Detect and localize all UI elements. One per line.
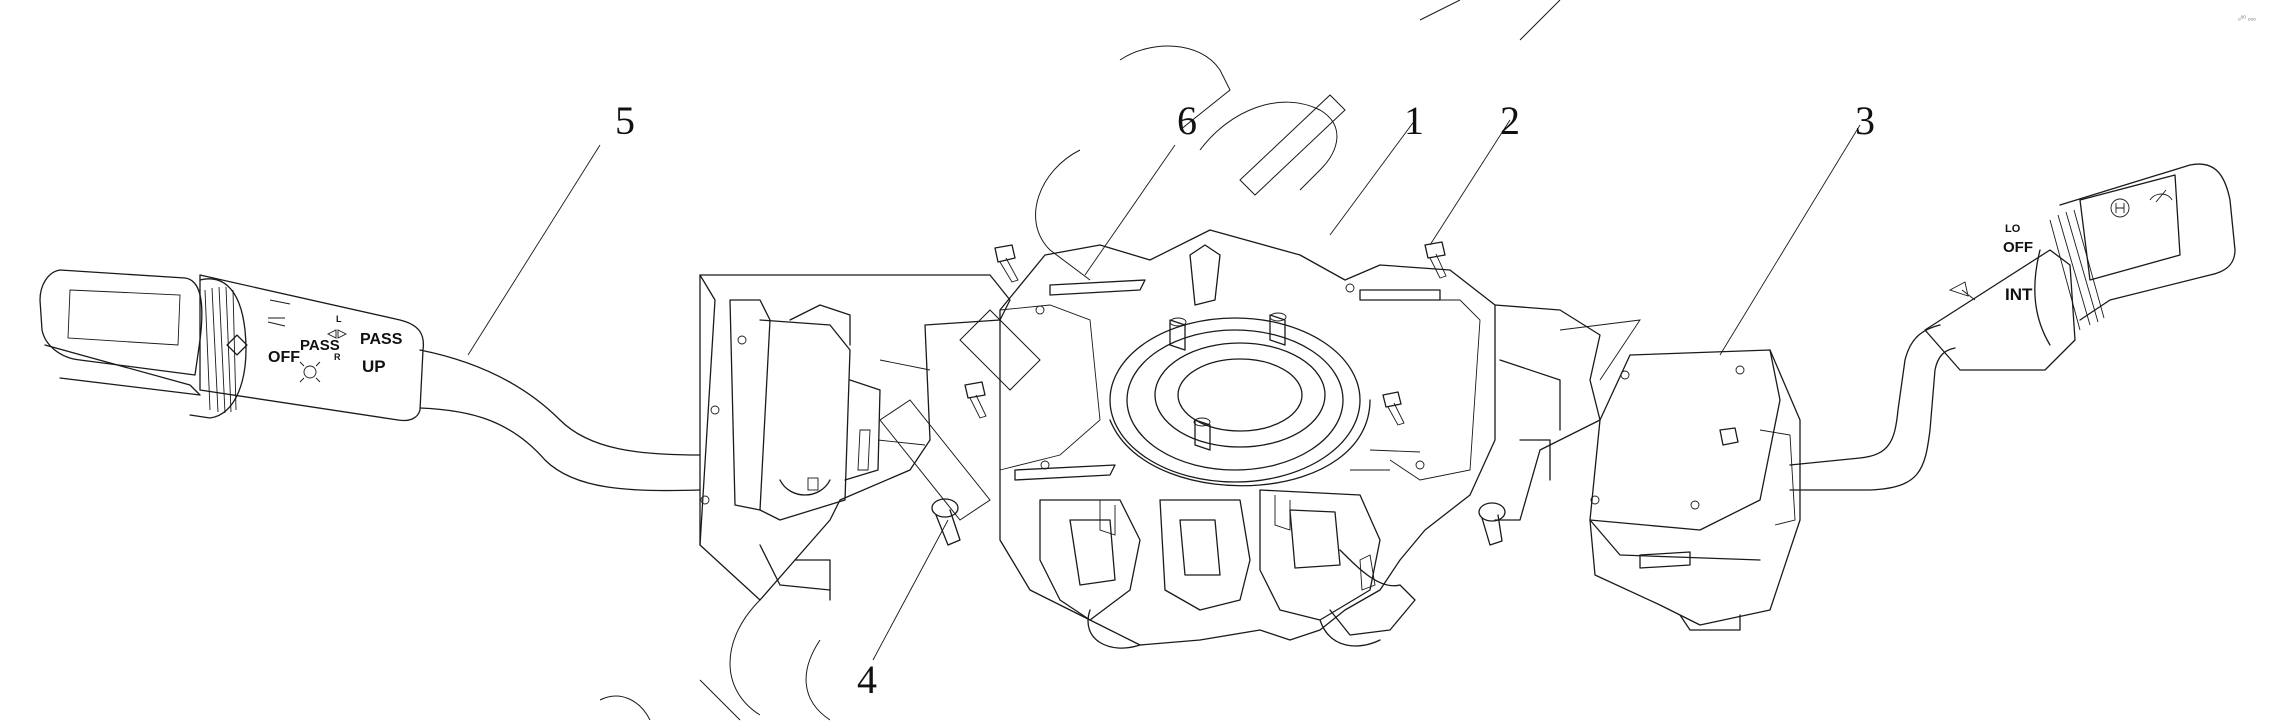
screw-lower-right [1478, 502, 1506, 546]
callout-4: 4 [857, 657, 877, 702]
callout-5: 5 [615, 98, 635, 143]
callout-1: 1 [1404, 98, 1424, 143]
turn-signal-icon [326, 329, 348, 339]
screw-top-left [994, 244, 1019, 283]
right-switch-housing [1589, 349, 1801, 631]
screw-mid-left [964, 381, 987, 419]
parking-light-icon [299, 361, 321, 383]
label-pass-2: PASS [360, 331, 403, 348]
leader-3 [1719, 124, 1861, 356]
leader-6 [1084, 144, 1176, 276]
left-switch-housing [699, 274, 1011, 601]
label-lo: LO [2005, 223, 2021, 235]
knurled-ring [204, 286, 237, 414]
mount-posts [1169, 244, 1287, 451]
callout-3: 3 [1855, 98, 1875, 143]
knurled-ring-right [2049, 209, 2105, 331]
leader-lines [467, 119, 1861, 661]
label-up: UP [362, 357, 386, 376]
callout-2: 2 [1500, 98, 1520, 143]
label-int: INT [2005, 285, 2033, 304]
steering-ring-outer [1109, 317, 1361, 483]
washer-icon [2110, 198, 2130, 218]
leader-2 [1429, 119, 1511, 246]
leader-4 [872, 519, 949, 661]
label-l: L [336, 314, 342, 324]
left-lever: PASS PASS UP OFF L R [39, 269, 701, 492]
corner-mark: ₒᵒᵒ ₒₒₒ [2238, 15, 2256, 22]
central-body [999, 229, 1496, 649]
label-pass: PASS [300, 337, 340, 354]
leader-1 [1329, 119, 1416, 236]
callout-6: 6 [1177, 98, 1197, 143]
label-off-right: OFF [2003, 239, 2033, 256]
screw-mid-right [1382, 391, 1405, 426]
headlight-icon [267, 299, 291, 327]
rear-wiper-icon [2149, 189, 2173, 203]
watermark [599, 0, 1561, 721]
screw-top-right [1424, 241, 1447, 279]
right-connector-block [1494, 304, 1641, 521]
leader-5 [467, 144, 601, 356]
screw-lower-left [931, 498, 961, 546]
right-lever: OFF INT LO [1789, 163, 2236, 491]
wiper-icon [1948, 281, 1976, 301]
label-r: R [334, 352, 341, 362]
lever-detent [226, 334, 248, 356]
label-off: OFF [268, 349, 300, 366]
